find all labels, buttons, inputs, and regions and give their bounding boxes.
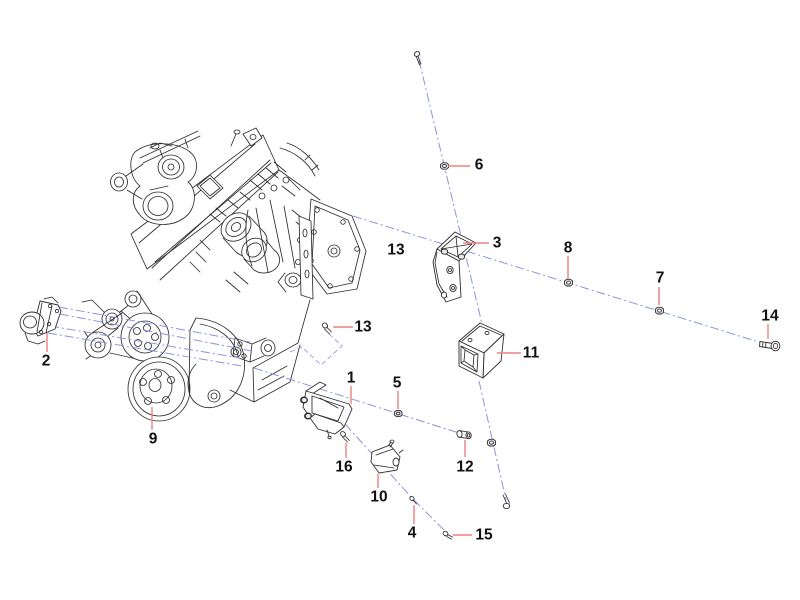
bolt-13: [321, 322, 332, 335]
oil-pan: [229, 299, 311, 403]
callout-9: 9: [148, 430, 158, 448]
filter-canister: [220, 212, 252, 242]
callout-8: 8: [563, 239, 573, 257]
callout-13b: 13: [354, 318, 372, 336]
part-block-11: [458, 322, 505, 379]
alternator: [84, 331, 112, 359]
callout-6: 6: [474, 156, 484, 174]
nut-7: [655, 306, 664, 315]
bolt-4: [409, 495, 417, 505]
callout-15: 15: [475, 526, 493, 544]
callout-10: 10: [370, 488, 388, 506]
damper-pulley-9: [127, 356, 191, 422]
callout-11: 11: [522, 344, 540, 362]
centerline-bracket-1: [253, 367, 460, 434]
part-bracket-1: [300, 381, 353, 440]
nut-on-centerline: [487, 438, 496, 447]
centerline-vertical-upper: [418, 59, 484, 329]
centerline-mount-2-a: [58, 306, 251, 343]
callout-3: 3: [492, 234, 502, 252]
leader-lines: [46, 165, 769, 536]
bolt-16: [340, 431, 350, 443]
part-mount-2: [19, 296, 62, 345]
centerline-mount-2-d: [47, 332, 243, 367]
callout-16: 16: [335, 458, 353, 476]
callout-13a: 13: [387, 241, 405, 259]
intake-flange: [110, 172, 128, 192]
part-spacer-12: [456, 430, 472, 440]
timing-cover: [187, 317, 245, 409]
callout-12: 12: [456, 458, 474, 476]
part-bracket-3: [432, 231, 477, 303]
callout-7: 7: [655, 269, 665, 287]
callout-4: 4: [407, 524, 417, 542]
nut-5: [394, 409, 403, 418]
bolt-14: [759, 340, 781, 352]
screw-15: [442, 530, 453, 540]
part-clamp-10: [370, 439, 404, 474]
centerline-mount-2-b: [59, 313, 253, 352]
callout-14: 14: [761, 307, 779, 325]
centerline-bolt-13-jog: [289, 333, 343, 366]
nut-8: [564, 278, 573, 287]
centerline-long-diagonal: [352, 215, 763, 344]
bolt-end-centerline: [502, 493, 511, 510]
callout-2: 2: [41, 352, 51, 370]
bolt-above-6: [413, 51, 422, 66]
nut-6: [440, 162, 449, 170]
centerline-mount-2-c: [49, 325, 241, 359]
centerline-vertical-lower: [478, 380, 507, 501]
assembly-centerlines: [47, 59, 763, 534]
centerline-lower-diagonal: [344, 423, 448, 534]
callout-1: 1: [346, 369, 356, 387]
callout-5: 5: [392, 374, 402, 392]
engine-illustration: [81, 127, 367, 422]
